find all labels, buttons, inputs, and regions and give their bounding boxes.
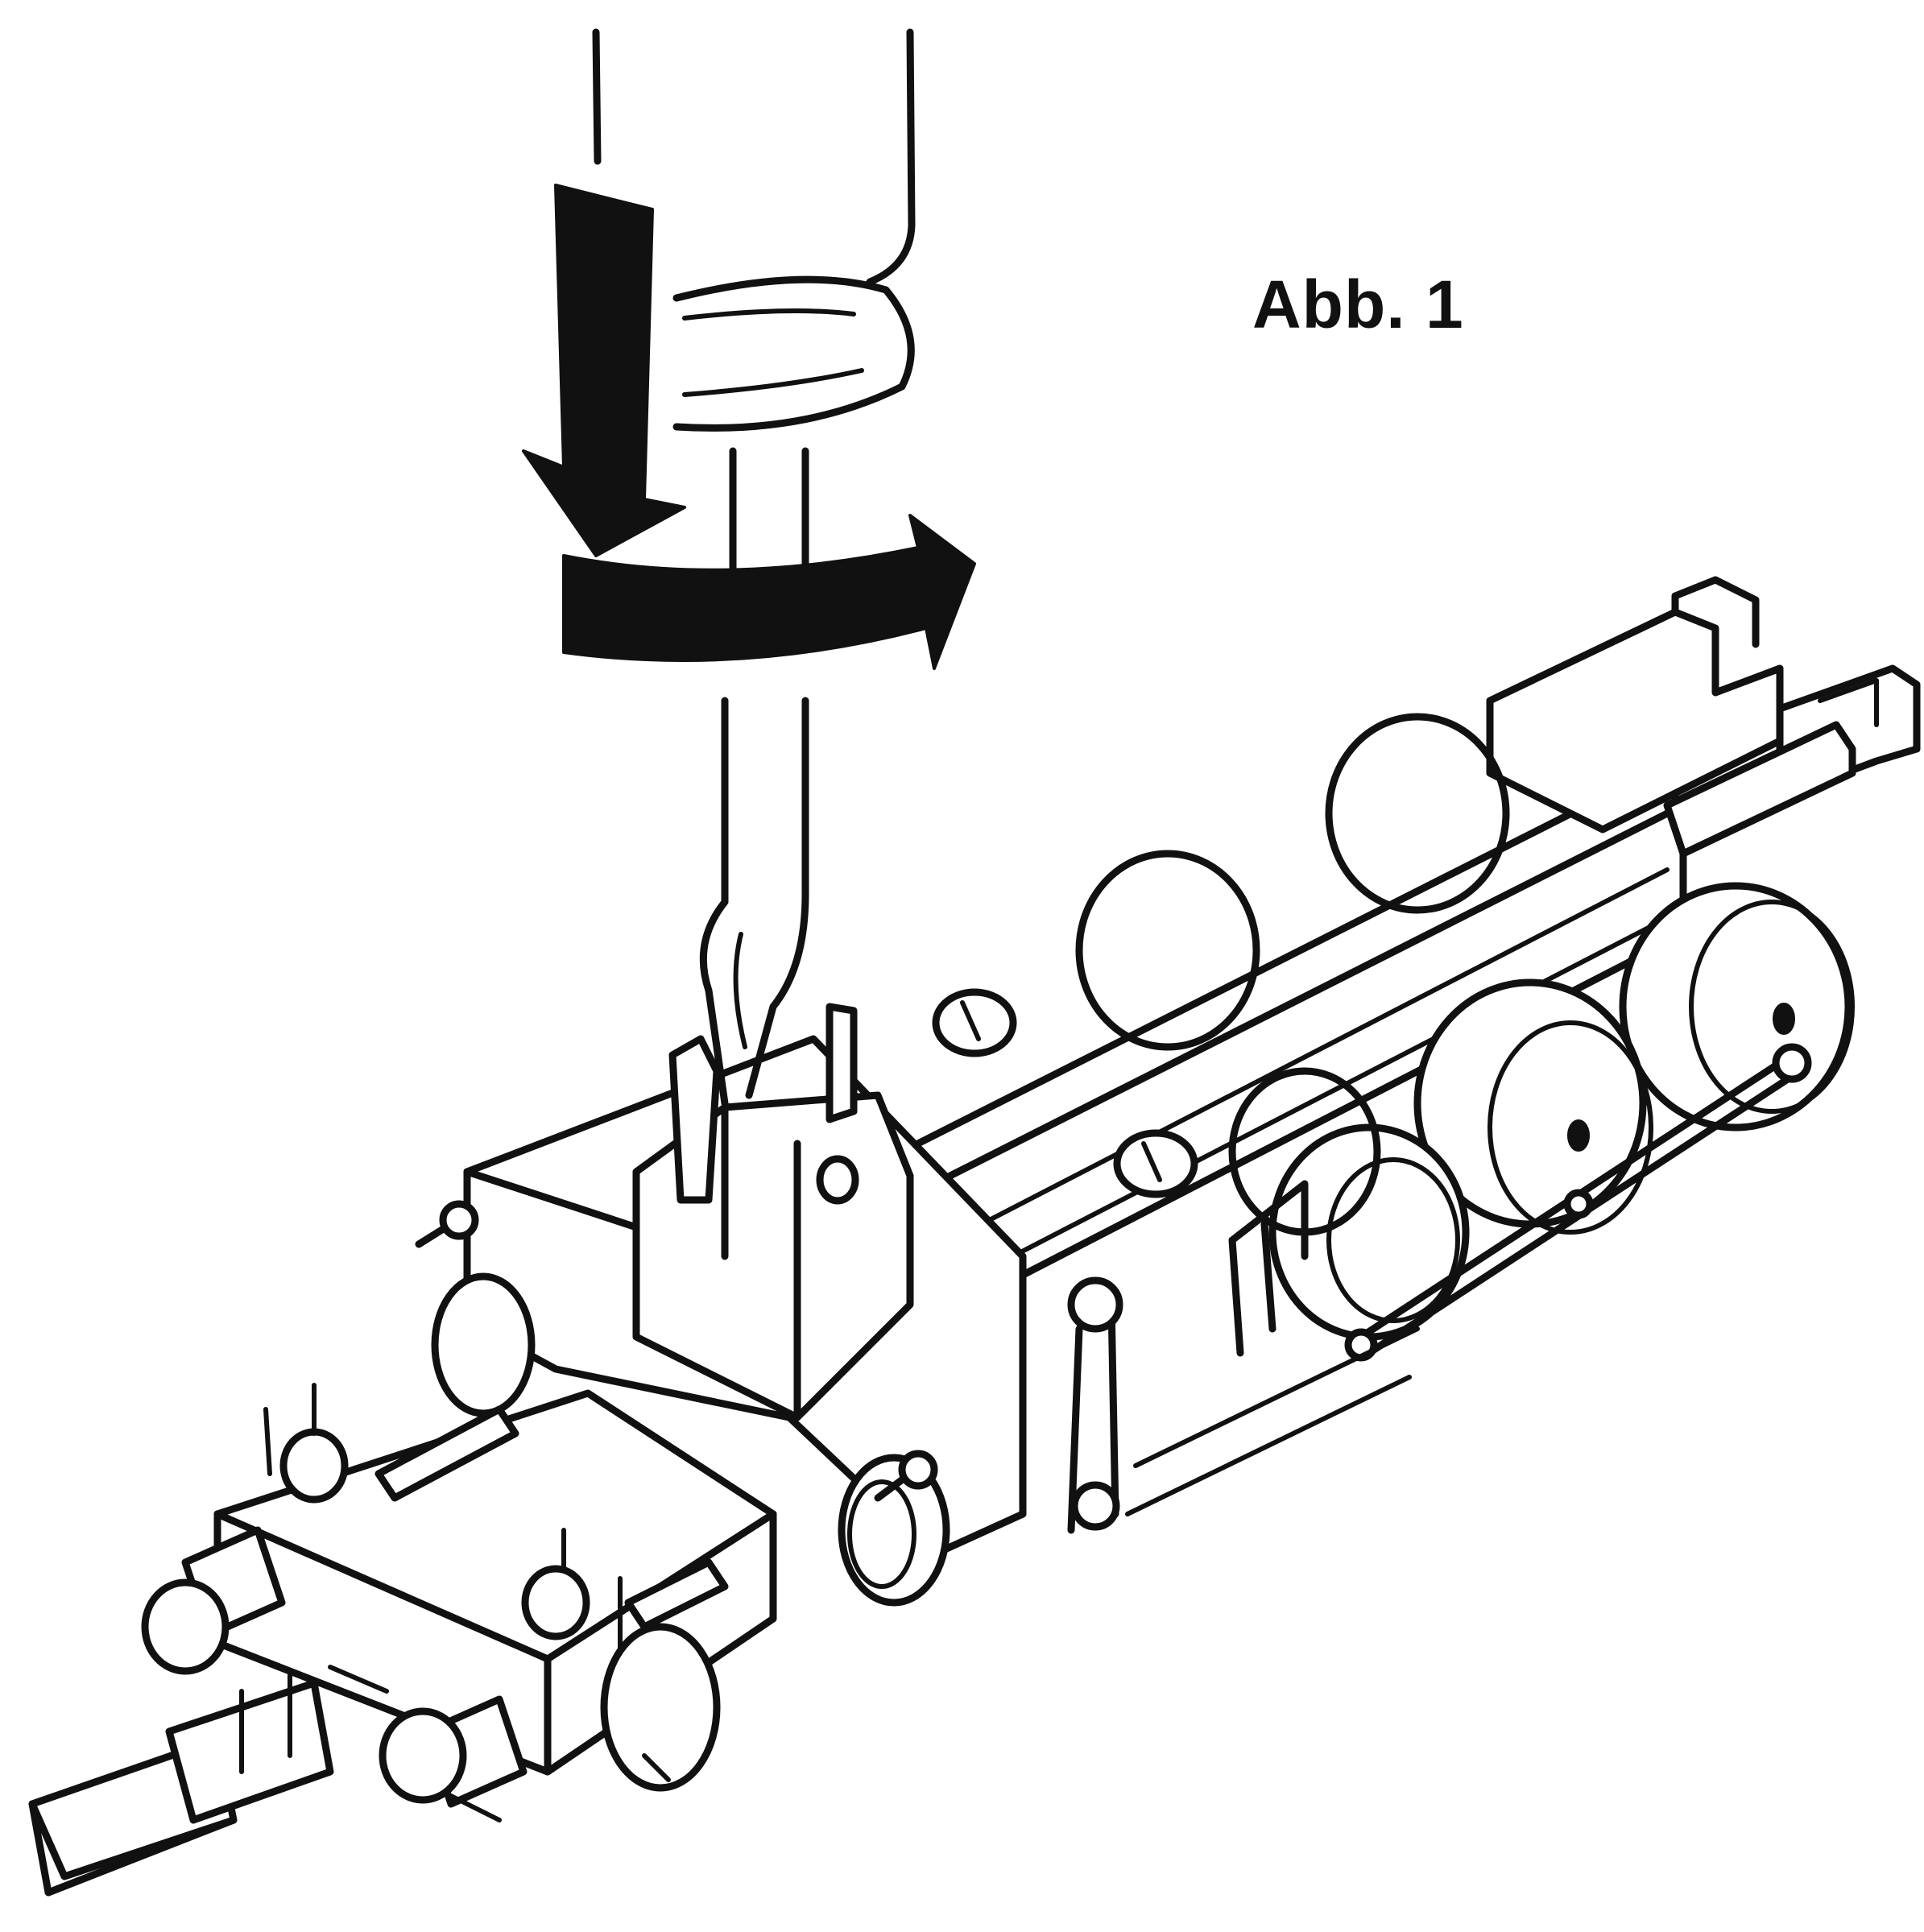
locomotive-chassis-icon (28, 576, 1921, 1897)
driving-wheel-middle (1413, 978, 1653, 1235)
handrail-2 (624, 1558, 729, 1631)
screwdriver-shaft-lower (699, 697, 809, 1107)
handrail-1 (374, 1405, 519, 1502)
ferrule-outline (672, 275, 915, 432)
screwdriver-handle-right (866, 28, 916, 286)
rotate-arrow-icon (562, 514, 976, 670)
rear-step (1663, 721, 1856, 858)
lamp-right (521, 1528, 623, 1678)
rear-block (1486, 608, 1784, 834)
coupler-rod (239, 1665, 502, 1822)
front-wheel-left (431, 1272, 536, 1417)
arrow-down-icon (522, 184, 686, 557)
pony-wheel (600, 1623, 721, 1792)
chassis-side-line-1 (948, 867, 1670, 1243)
housing-clip (668, 1035, 721, 1204)
buffer-right (379, 1695, 528, 1808)
screw-head-2 (1113, 1129, 1198, 1198)
far-wheel-1 (1325, 713, 1510, 914)
housing-clip-right (825, 1003, 858, 1123)
valve-gear (1228, 1180, 1309, 1357)
lower-frame-line (1125, 1326, 1420, 1516)
front-wheel-right (838, 1454, 950, 1607)
screwdriver-icon (592, 28, 916, 1107)
screwdriver-shaft-upper (729, 447, 809, 576)
screw-head-1 (932, 988, 1017, 1057)
rear-block-notch (1671, 576, 1760, 648)
far-wheel-2 (1075, 850, 1260, 1051)
crosshead-arm (1067, 1301, 1119, 1534)
screwdriver-handle-left (592, 28, 602, 165)
lamp-top (263, 1383, 349, 1504)
buffer-left (141, 1526, 286, 1675)
figure-label: Abb. 1 (1252, 267, 1464, 342)
coupler-hook (165, 1679, 334, 1824)
chassis-side-line-2 (948, 916, 1670, 1291)
housing-bolt (816, 1155, 859, 1205)
